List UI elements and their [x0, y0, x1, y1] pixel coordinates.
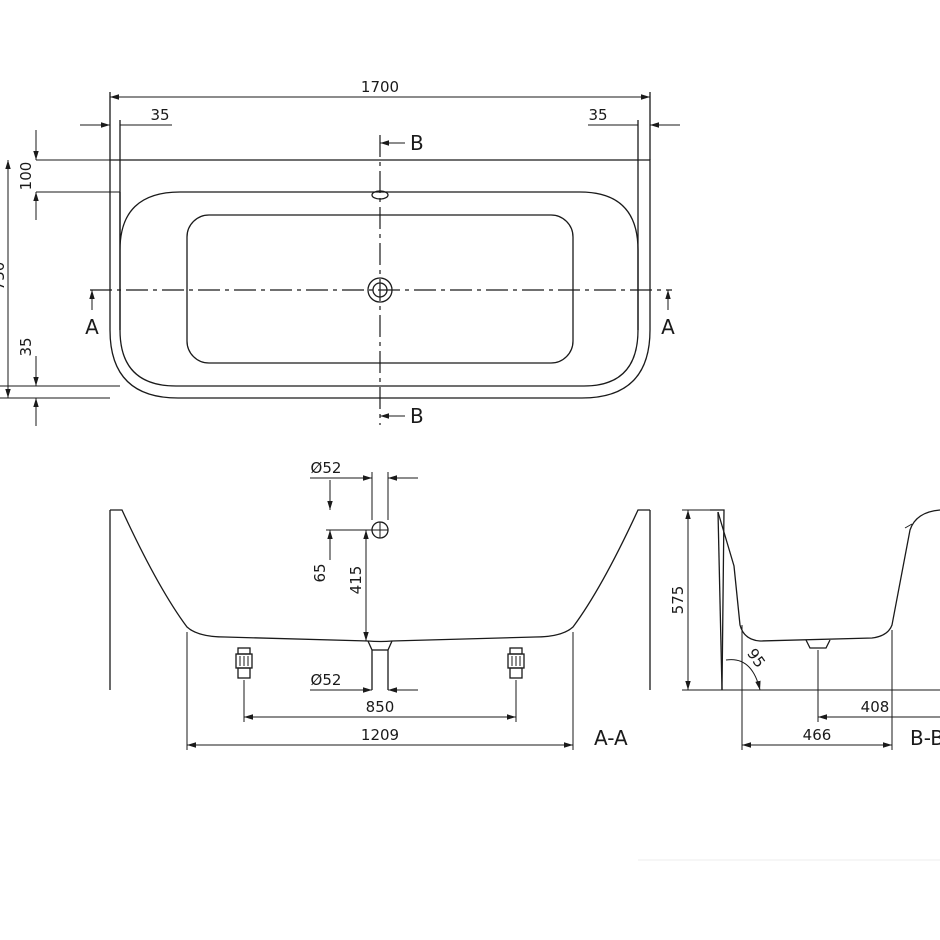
angle-arc: [725, 659, 761, 691]
dim-right-offset: 35: [588, 106, 607, 124]
dim-drain-diameter: Ø52: [311, 671, 342, 689]
tub-profile-bb: [717, 509, 940, 642]
dim-front-offset: 35: [17, 337, 35, 356]
dim-angle: 95: [743, 645, 769, 671]
dim-overflow-diameter: Ø52: [311, 459, 342, 477]
dim-drain-position: 408: [861, 698, 890, 716]
section-bb: 575 95 408 466 B-B: [669, 509, 940, 750]
dim-left-offset: 35: [150, 106, 169, 124]
foot-right: [507, 647, 525, 679]
top-view: 1700 35 35 100 750 35 A A B B: [0, 78, 680, 428]
section-mark-b-top: B: [410, 131, 424, 155]
drain-pipe-aa: [367, 640, 393, 690]
dim-base-length: 1209: [361, 726, 399, 744]
back-wall-outer: [710, 509, 725, 691]
drain-bb: [805, 639, 831, 649]
dim-overall-length: 1700: [361, 78, 399, 96]
section-aa: Ø52 65 415 Ø52 850 1209 A-A: [109, 459, 651, 750]
section-mark-b-bottom: B: [410, 404, 424, 428]
dim-overall-width: 750: [0, 262, 8, 291]
section-mark-a-right: A: [661, 315, 675, 339]
dim-height: 575: [669, 586, 687, 615]
tub-outer-outline: [109, 159, 651, 399]
dim-feet-spacing: 850: [366, 698, 395, 716]
tub-profile-aa: [110, 509, 650, 643]
foot-left: [235, 647, 253, 679]
tub-rim-outline: [119, 191, 639, 387]
section-title-aa: A-A: [594, 726, 628, 750]
section-mark-a-left: A: [85, 315, 99, 339]
dim-base-width: 466: [803, 726, 832, 744]
dim-overflow-offset: 65: [311, 563, 329, 582]
section-title-bb: B-B: [910, 726, 940, 750]
dim-overflow-height: 415: [347, 566, 365, 595]
dim-back-offset: 100: [17, 162, 35, 191]
